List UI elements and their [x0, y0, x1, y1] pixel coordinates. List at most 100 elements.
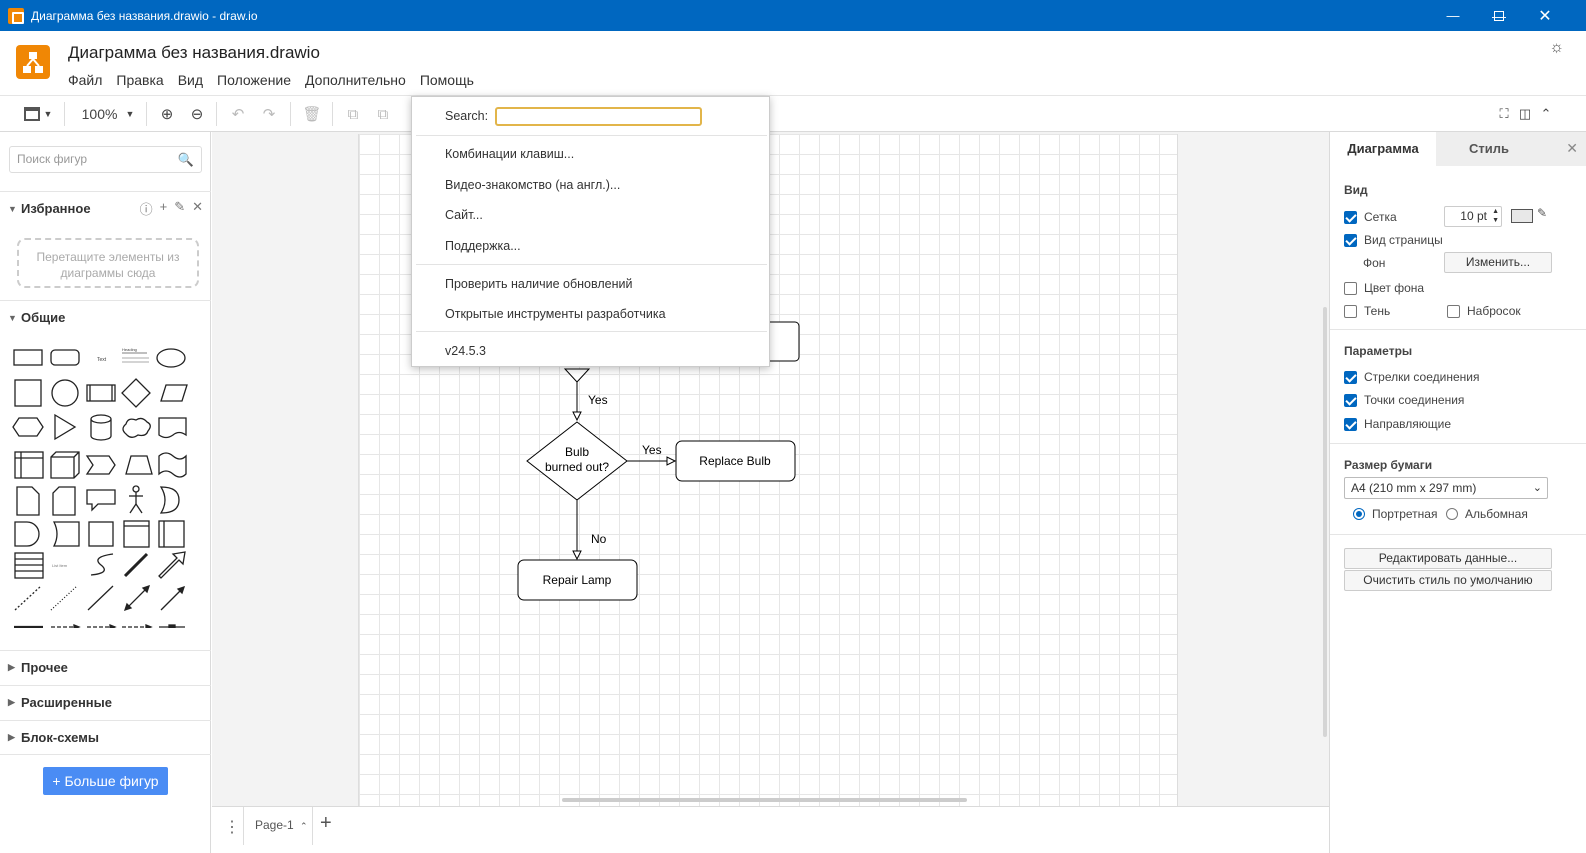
misc-section-header[interactable]: ▶ Прочее: [0, 650, 211, 684]
stepper-arrows-icon[interactable]: ▲▼: [1492, 208, 1499, 224]
panel-divider: [1330, 443, 1586, 444]
note-shape: [16, 486, 40, 516]
vertical-scrollbar[interactable]: [1323, 307, 1327, 737]
shadow-checkbox[interactable]: Тень: [1344, 304, 1390, 318]
minimize-btn[interactable]: —: [1430, 0, 1476, 31]
close-icon[interactable]: ✕: [1566, 140, 1578, 156]
to-back-button[interactable]: ⧉: [373, 102, 393, 126]
sketch-checkbox[interactable]: Набросок: [1447, 304, 1521, 318]
panel-view-button[interactable]: ▼: [20, 102, 56, 126]
upper-decision-node: [563, 368, 591, 383]
vertical-swimlane-shape: [158, 520, 185, 548]
close-window-button[interactable]: ✕: [1522, 0, 1568, 31]
cube-shape: [50, 451, 80, 479]
tab-style[interactable]: Стиль: [1436, 132, 1542, 166]
document-title[interactable]: Диаграмма без названия.drawio: [68, 43, 320, 62]
portrait-radio[interactable]: Портретная: [1353, 507, 1437, 521]
favorites-section-header[interactable]: ▼ Избранное ⓘ + ✎ ✕: [0, 191, 211, 225]
page-tab[interactable]: Page-1 ⌃: [243, 807, 313, 845]
change-background-button[interactable]: Изменить...: [1444, 252, 1552, 273]
chevron-down-icon: ⌄: [1532, 482, 1542, 494]
menu-item-video[interactable]: Видео-знакомство (на англ.)...: [445, 178, 621, 192]
redo-button[interactable]: ↷: [259, 102, 279, 126]
cloud-shape: [122, 417, 151, 438]
clear-default-style-button[interactable]: Очистить стиль по умолчанию: [1344, 570, 1552, 591]
page-view-checkbox[interactable]: Вид страницы: [1344, 233, 1443, 247]
menu-item-support[interactable]: Поддержка...: [445, 239, 521, 253]
triangle-shape: [54, 413, 77, 441]
menu-item-shortcuts[interactable]: Комбинации клавиш...: [445, 147, 575, 161]
trapezoid-shape: [125, 455, 153, 475]
collapse-button[interactable]: ⌃: [1537, 102, 1555, 126]
edge-yes2-label: Yes: [642, 443, 662, 457]
repair-lamp-node[interactable]: [517, 559, 638, 601]
delete-button[interactable]: 🗑: [302, 102, 322, 126]
edit-data-button[interactable]: Редактировать данные...: [1344, 548, 1552, 569]
diagram-canvas[interactable]: Yes Bulb burned out? Yes Replace Bulb No…: [212, 132, 1329, 806]
replace-bulb-node[interactable]: [675, 440, 796, 482]
menu-file[interactable]: Файл: [68, 72, 103, 88]
shapes-sidebar: Поиск фигур 🔍 ▼ Избранное ⓘ + ✎ ✕ Перета…: [0, 132, 211, 853]
pages-menu-icon[interactable]: ⋮: [224, 819, 240, 836]
connection-points-label: Точки соединения: [1364, 393, 1465, 407]
close-icon[interactable]: ✕: [192, 199, 203, 214]
zoom-out-button[interactable]: ⊖: [187, 102, 207, 126]
format-panel-toggle[interactable]: ◫: [1516, 102, 1534, 126]
grid-checkbox[interactable]: Сетка: [1344, 210, 1397, 224]
to-front-button[interactable]: ⧉: [343, 102, 363, 126]
grid-color-swatch[interactable]: [1511, 209, 1533, 223]
diagram-svg[interactable]: Yes Bulb burned out? Yes Replace Bulb No…: [359, 134, 1179, 806]
help-search-label: Search:: [445, 109, 489, 123]
menu-extras[interactable]: Дополнительно: [305, 72, 406, 88]
add-icon[interactable]: +: [159, 199, 168, 214]
shape-search-input[interactable]: Поиск фигур 🔍: [9, 146, 202, 173]
menu-item-website[interactable]: Сайт...: [445, 208, 483, 222]
replace-bulb-label: Replace Bulb: [699, 454, 771, 468]
menu-help[interactable]: Помощь: [419, 72, 474, 88]
checkbox-unchecked: [1344, 304, 1357, 318]
tab-diagram[interactable]: Диаграмма: [1330, 132, 1436, 166]
favorites-dropzone[interactable]: Перетащите элементы из диаграммы сюда: [17, 238, 199, 288]
background-color-checkbox[interactable]: Цвет фона: [1344, 281, 1424, 295]
paper-size-select[interactable]: A4 (210 mm x 297 mm)⌄: [1344, 477, 1548, 499]
text-shape: Text: [97, 357, 107, 363]
checkbox-checked: [1344, 233, 1357, 247]
menu-view[interactable]: Вид: [177, 72, 204, 88]
toolbar-divider: [332, 102, 333, 126]
help-search-input[interactable]: [495, 107, 702, 126]
menu-item-devtools[interactable]: Открытые инструменты разработчика: [445, 307, 666, 321]
pencil-icon[interactable]: ✎: [1537, 206, 1548, 220]
connection-arrows-checkbox[interactable]: Стрелки соединения: [1344, 370, 1479, 384]
search-icon[interactable]: 🔍: [177, 152, 194, 167]
flowchart-section-header[interactable]: ▶ Блок-схемы: [0, 720, 211, 754]
connection-points-checkbox[interactable]: Точки соединения: [1344, 393, 1464, 407]
landscape-radio[interactable]: Альбомная: [1446, 507, 1528, 521]
zoom-in-button[interactable]: ⊕: [157, 102, 177, 126]
undo-button[interactable]: ↶: [228, 102, 248, 126]
edit-icon[interactable]: ✎: [174, 199, 186, 214]
toolbar-divider: [64, 102, 65, 126]
section-label: Блок-схемы: [21, 730, 99, 745]
fullscreen-button[interactable]: ⛶: [1495, 102, 1513, 126]
chevron-up-icon[interactable]: ⌃: [300, 821, 308, 831]
maximize-button[interactable]: [1476, 0, 1522, 31]
layout-icon: [23, 107, 40, 121]
tab-filler: [1542, 132, 1586, 166]
guides-checkbox[interactable]: Направляющие: [1344, 417, 1451, 431]
add-page-icon[interactable]: +: [320, 812, 332, 834]
portrait-label: Портретная: [1372, 507, 1438, 521]
menu-arrange[interactable]: Положение: [217, 72, 292, 88]
document-shape: [158, 417, 187, 439]
general-section-header[interactable]: ▼ Общие: [0, 300, 211, 334]
horizontal-scrollbar[interactable]: [562, 798, 967, 802]
general-shapes-palette[interactable]: Text Heading: [9, 338, 199, 628]
advanced-section-header[interactable]: ▶ Расширенные: [0, 685, 211, 719]
ellipse-shape: [156, 348, 186, 368]
help-icon[interactable]: ⓘ: [139, 202, 153, 217]
menu-edit[interactable]: Правка: [116, 72, 164, 88]
grid-size-stepper[interactable]: 10 pt▲▼: [1444, 206, 1502, 227]
more-shapes-button[interactable]: + Больше фигур: [43, 767, 168, 795]
theme-sun-icon[interactable]: ☼: [1549, 39, 1564, 56]
menu-item-check-updates[interactable]: Проверить наличие обновлений: [445, 277, 633, 291]
zoom-select[interactable]: 100%▼: [78, 102, 138, 126]
